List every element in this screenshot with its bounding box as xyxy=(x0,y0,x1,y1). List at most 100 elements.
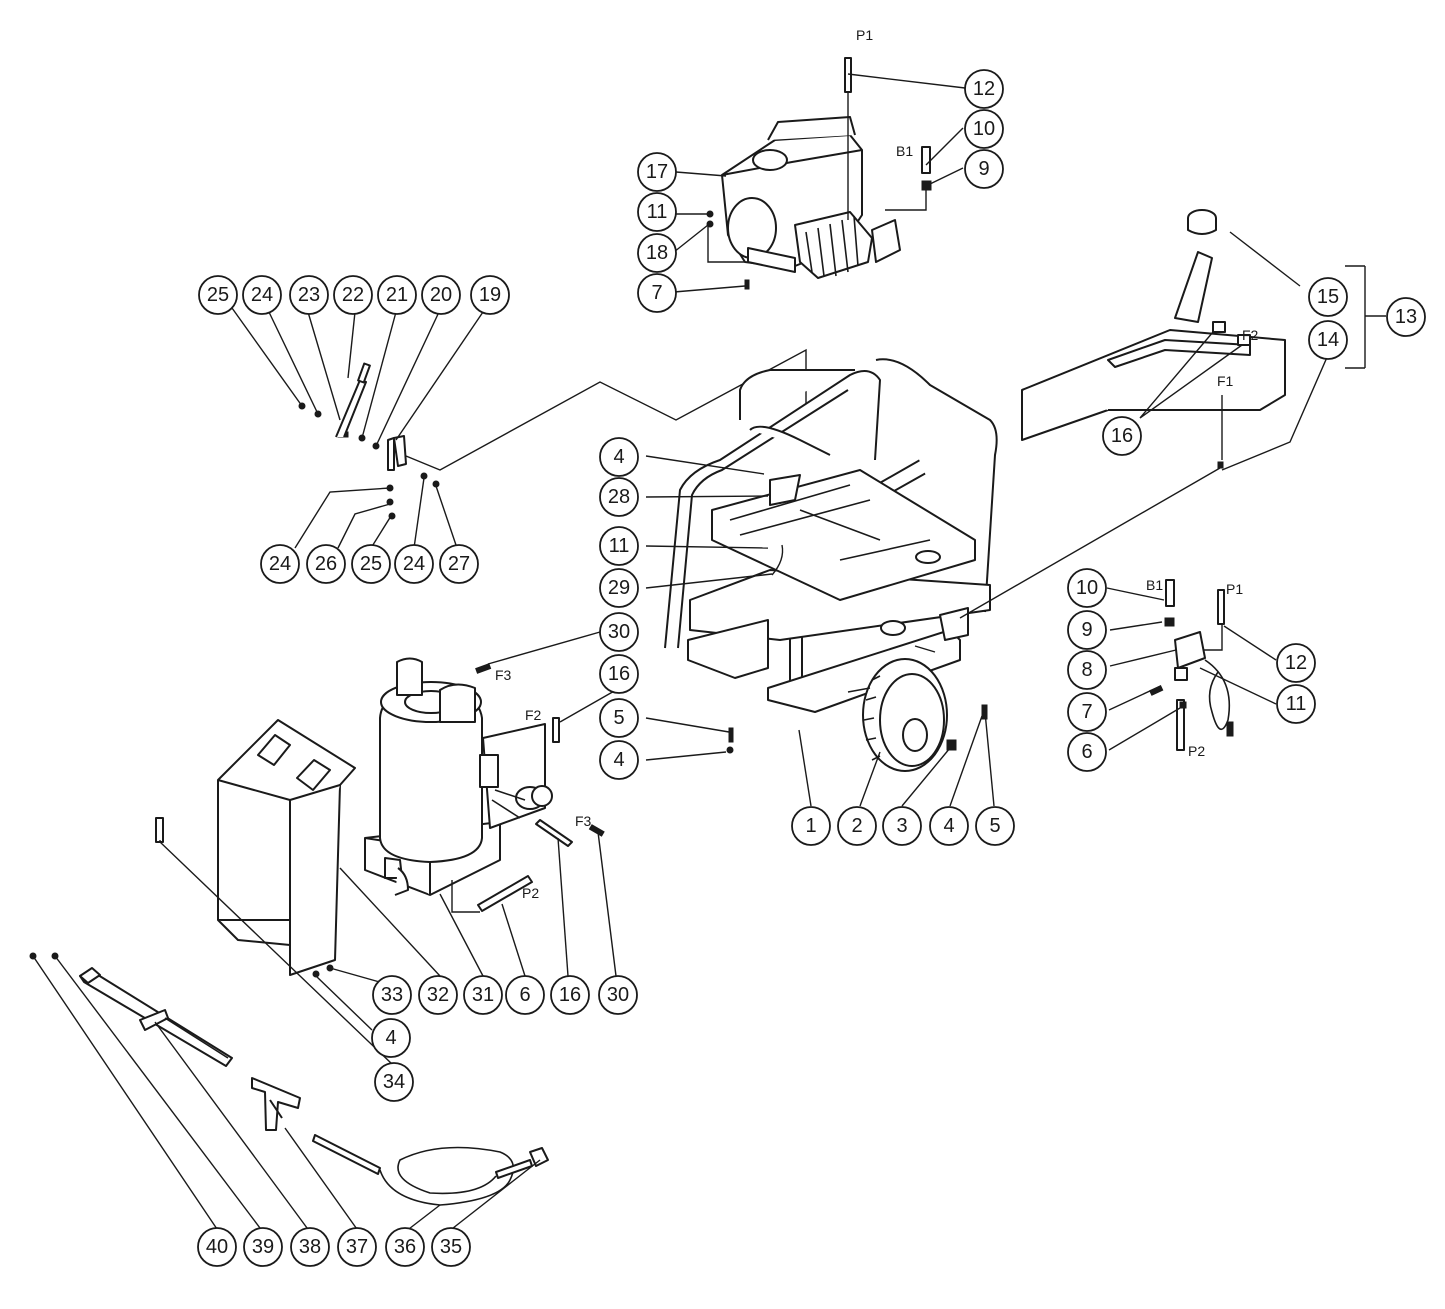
callout-19: 19 xyxy=(470,275,510,315)
callout-6-heater: 6 xyxy=(505,975,545,1015)
label-f3-heater-top: F3 xyxy=(495,667,512,683)
callout-4-shroud: 4 xyxy=(371,1018,411,1058)
svg-text:10: 10 xyxy=(973,118,995,140)
callout-3: 3 xyxy=(882,806,922,846)
callout-6-right: 6 xyxy=(1067,732,1107,772)
svg-text:24: 24 xyxy=(403,553,425,575)
callout-29: 29 xyxy=(599,568,639,608)
callout-7-right: 7 xyxy=(1067,692,1107,732)
svg-text:27: 27 xyxy=(448,553,470,575)
callout-24-bottom-a: 24 xyxy=(260,544,300,584)
svg-text:12: 12 xyxy=(973,78,995,100)
svg-text:25: 25 xyxy=(207,284,229,306)
callout-16-heater-top: 16 xyxy=(599,654,639,694)
svg-text:6: 6 xyxy=(1081,741,1092,763)
svg-text:16: 16 xyxy=(1111,425,1133,447)
svg-text:40: 40 xyxy=(206,1236,228,1258)
callout-24-bottom-b: 24 xyxy=(394,544,434,584)
svg-text:7: 7 xyxy=(651,282,662,304)
callout-36: 36 xyxy=(385,1227,425,1267)
svg-text:9: 9 xyxy=(1081,619,1092,641)
callout-9: 9 xyxy=(964,149,1004,189)
svg-text:10: 10 xyxy=(1076,577,1098,599)
svg-text:21: 21 xyxy=(386,284,408,306)
engine-pump-assembly xyxy=(706,57,932,290)
svg-text:31: 31 xyxy=(472,984,494,1006)
callout-21: 21 xyxy=(377,275,417,315)
callout-4-left: 4 xyxy=(599,740,639,780)
svg-text:22: 22 xyxy=(342,284,364,306)
svg-text:3: 3 xyxy=(896,815,907,837)
svg-text:34: 34 xyxy=(383,1071,405,1093)
frame-cart xyxy=(664,358,998,713)
svg-text:28: 28 xyxy=(608,486,630,508)
svg-text:8: 8 xyxy=(1081,659,1092,681)
callout-30-top: 30 xyxy=(599,612,639,652)
callout-7: 7 xyxy=(637,273,677,313)
heater-assembly xyxy=(364,657,605,913)
leader-lines xyxy=(32,73,1386,1233)
callout-30-bottom: 30 xyxy=(598,975,638,1015)
svg-text:4: 4 xyxy=(385,1027,396,1049)
callout-17: 17 xyxy=(637,152,677,192)
svg-text:37: 37 xyxy=(346,1236,368,1258)
svg-text:6: 6 xyxy=(519,984,530,1006)
callouts: 12 10 9 17 11 18 7 15 14 13 16 25 24 23 … xyxy=(197,69,1426,1267)
callout-38: 38 xyxy=(290,1227,330,1267)
callout-16-tank: 16 xyxy=(1102,416,1142,456)
callout-33: 33 xyxy=(372,975,412,1015)
callout-26: 26 xyxy=(306,544,346,584)
callout-35: 35 xyxy=(431,1227,471,1267)
svg-text:35: 35 xyxy=(440,1236,462,1258)
label-b1-right: B1 xyxy=(1146,577,1163,593)
callout-23: 23 xyxy=(289,275,329,315)
pressure-hose xyxy=(312,1134,549,1206)
callout-39: 39 xyxy=(243,1227,283,1267)
svg-text:19: 19 xyxy=(479,284,501,306)
heater-shroud xyxy=(155,719,356,978)
callout-37: 37 xyxy=(337,1227,377,1267)
callout-16-heater: 16 xyxy=(550,975,590,1015)
svg-text:11: 11 xyxy=(609,535,630,557)
connection-labels: P1 B1 F2 F1 B1 P1 P2 F3 F2 F3 P2 xyxy=(495,27,1259,901)
svg-text:17: 17 xyxy=(646,161,668,183)
callout-4-wheel: 4 xyxy=(929,806,969,846)
callout-25-top: 25 xyxy=(198,275,238,315)
svg-text:24: 24 xyxy=(269,553,291,575)
svg-text:23: 23 xyxy=(298,284,320,306)
callout-4-frame-top: 4 xyxy=(599,437,639,477)
svg-text:36: 36 xyxy=(394,1236,416,1258)
svg-text:18: 18 xyxy=(646,242,668,264)
callout-18: 18 xyxy=(637,233,677,273)
throttle-linkage xyxy=(298,348,807,520)
callout-12: 12 xyxy=(964,69,1004,109)
svg-text:30: 30 xyxy=(608,621,630,643)
svg-text:13: 13 xyxy=(1395,306,1417,328)
svg-text:29: 29 xyxy=(608,577,630,599)
label-p2-heater: P2 xyxy=(522,885,539,901)
spray-wand xyxy=(29,952,233,1067)
svg-text:24: 24 xyxy=(251,284,273,306)
callout-22: 22 xyxy=(333,275,373,315)
callout-28: 28 xyxy=(599,477,639,517)
fuel-tank xyxy=(959,209,1286,619)
svg-text:33: 33 xyxy=(381,984,403,1006)
callout-31: 31 xyxy=(463,975,503,1015)
callout-12-right: 12 xyxy=(1276,643,1316,683)
svg-text:4: 4 xyxy=(613,446,624,468)
callout-2: 2 xyxy=(837,806,877,846)
label-p1-top: P1 xyxy=(856,27,873,43)
svg-text:30: 30 xyxy=(607,984,629,1006)
callout-20: 20 xyxy=(421,275,461,315)
callout-13: 13 xyxy=(1386,297,1426,337)
label-f2-tank: F2 xyxy=(1242,327,1259,343)
callout-1: 1 xyxy=(791,806,831,846)
svg-text:1: 1 xyxy=(805,815,816,837)
callout-8: 8 xyxy=(1067,650,1107,690)
callout-11-right: 11 xyxy=(1276,684,1316,724)
label-b1-top: B1 xyxy=(896,143,913,159)
label-f2-heater: F2 xyxy=(525,707,542,723)
callout-10-right: 10 xyxy=(1067,568,1107,608)
wheel-assembly xyxy=(726,645,988,772)
callout-11: 11 xyxy=(637,192,677,232)
